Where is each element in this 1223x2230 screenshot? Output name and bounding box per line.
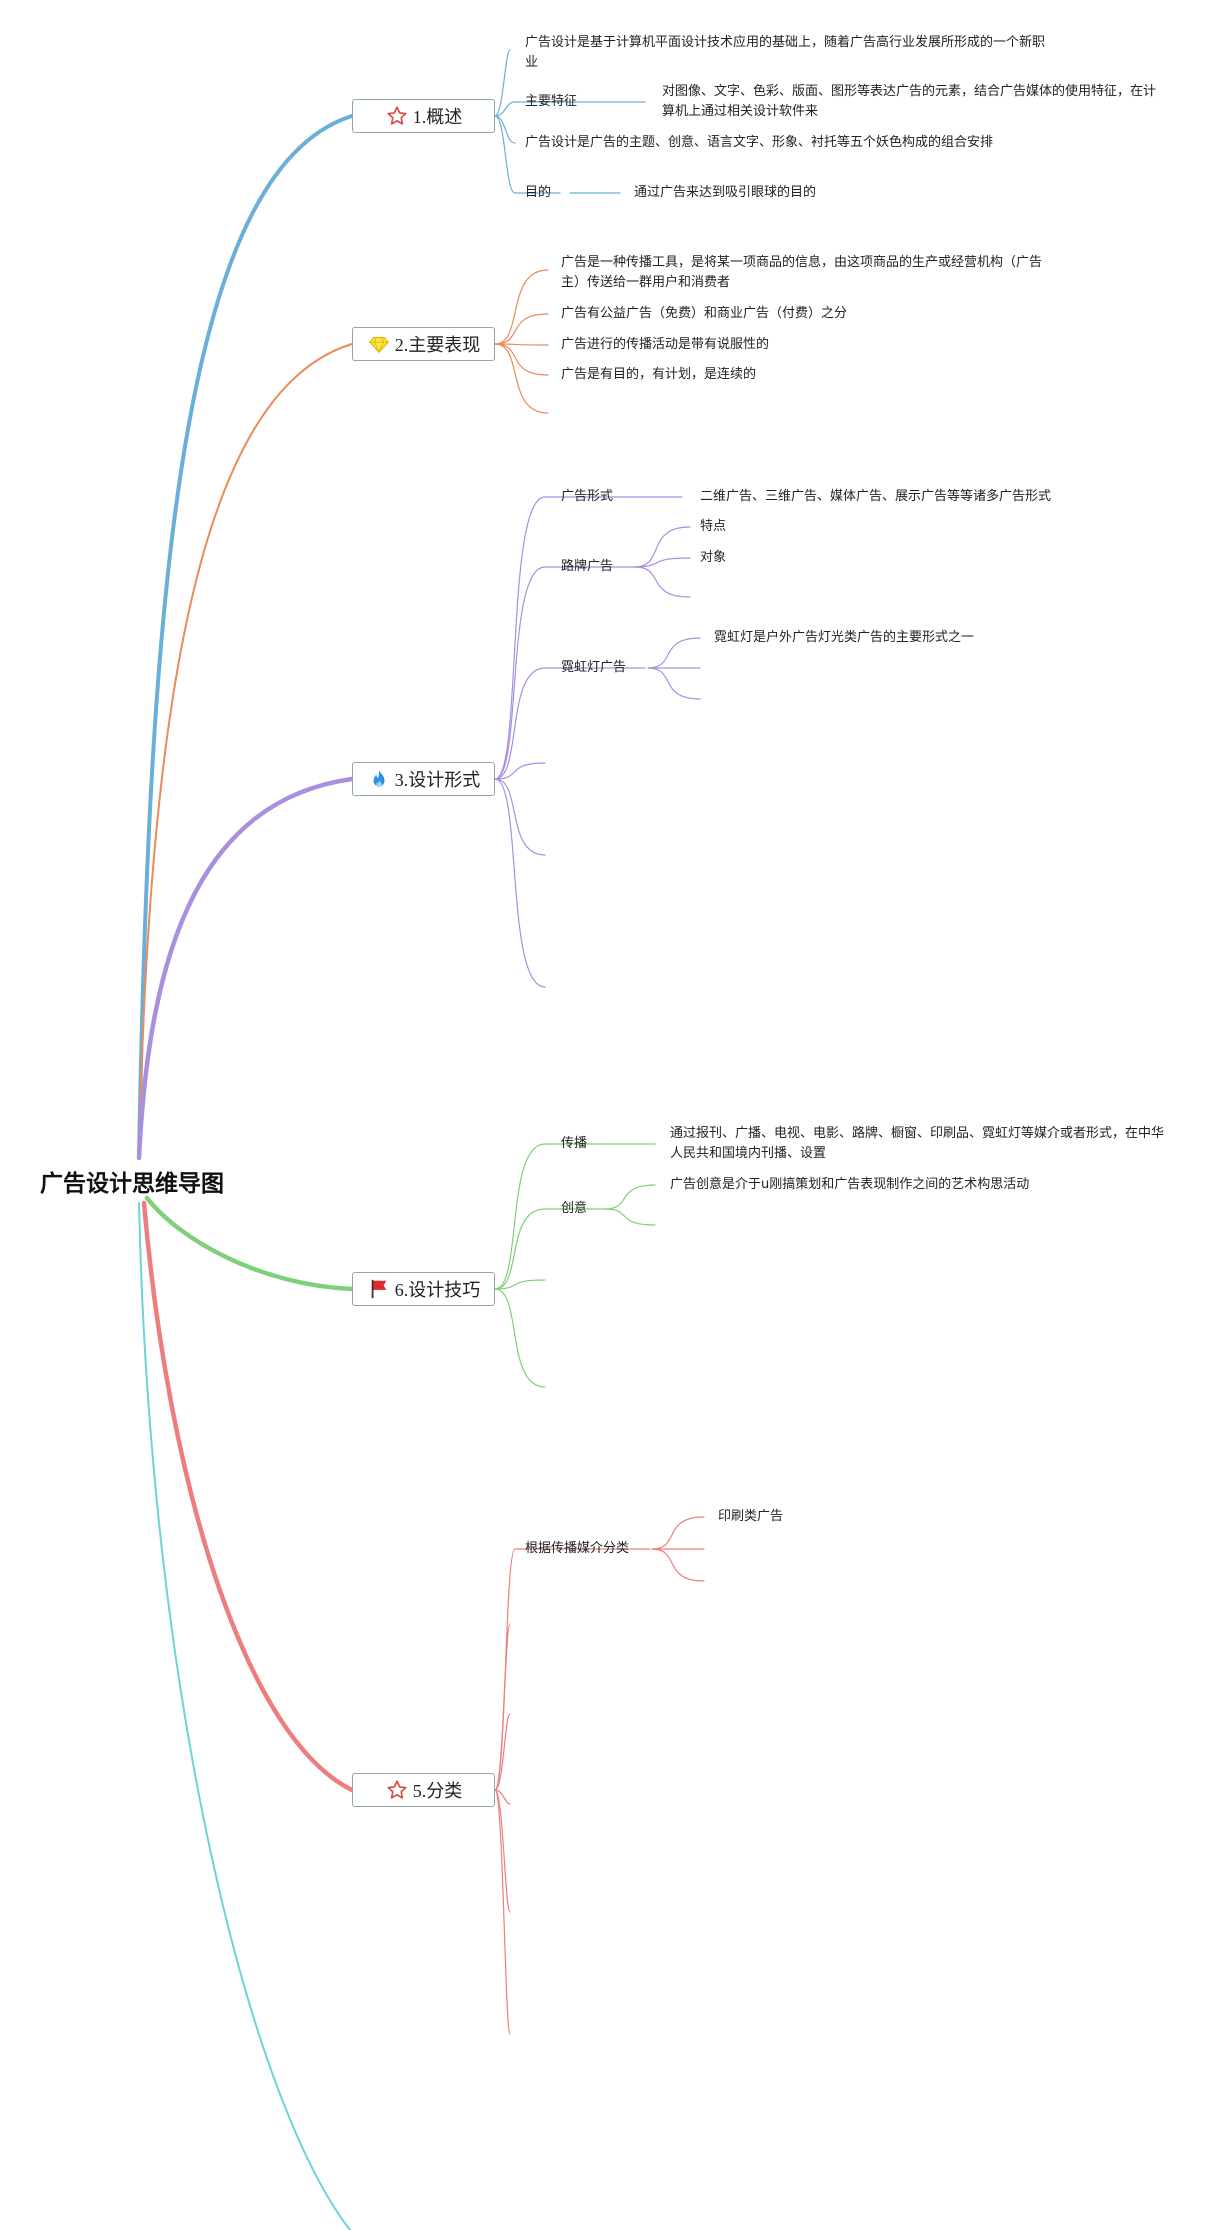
- b2-item-2[interactable]: 广告有公益广告（免费）和商业广告（付费）之分: [561, 306, 848, 321]
- branch-5-label: 5.分类: [412, 1781, 463, 1801]
- link-b5-item-4: [494, 1789, 511, 1805]
- branch-3-label: 3.设计形式: [394, 770, 481, 790]
- b1-item-3[interactable]: 广告设计是广告的主题、创意、语言文字、形象、衬托等五个妖色构成的组合安排: [525, 135, 994, 150]
- link-b5-item-6: [494, 1789, 511, 2035]
- branch-1-topic[interactable]: 1.概述: [352, 99, 495, 133]
- b1-item-1[interactable]: 广告设计是基于计算机平面设计技术应用的基础上，随着广告高行业发展所形成的一个新职…: [525, 35, 1046, 70]
- link-b6-item-1: [494, 1143, 601, 1290]
- link-root-b2: [138, 343, 353, 1159]
- branch-6-label: 6.设计技巧: [394, 1280, 481, 1300]
- link-b3-item-5: [494, 778, 546, 856]
- link-root-b5: [141, 1200, 355, 1793]
- link-b2-item-1: [494, 269, 549, 345]
- link-b2-item-5: [494, 343, 549, 414]
- link-b6-item-3: [494, 1279, 546, 1290]
- b3-item-2[interactable]: 路牌广告: [561, 559, 614, 574]
- link-b3-item-2: [494, 566, 636, 780]
- b3-item-1[interactable]: 广告形式: [561, 489, 614, 504]
- link-b6-item-4: [494, 1288, 546, 1388]
- link-b3-item-1: [494, 496, 631, 780]
- link-b6-i2-sub-1: [604, 1184, 656, 1210]
- b6-item-1[interactable]: 传播: [561, 1136, 588, 1151]
- link-b5-item-1: [494, 1548, 651, 1791]
- link-b3-i3-sub-3: [647, 667, 701, 700]
- link-b2-item-3: [494, 343, 549, 346]
- link-b1-item-4: [494, 115, 561, 194]
- b6-item-2-detail[interactable]: 广告创意是介于u刚搞策划和广告表现制作之间的艺术构思活动: [670, 1177, 1030, 1192]
- link-b3-i2-sub-1: [634, 526, 691, 568]
- link-b1-item-3: [494, 115, 516, 144]
- b1-item-2-detail[interactable]: 对图像、文字、色彩、版面、图形等表达广告的元素，结合广告媒体的使用特征，在计算机…: [662, 84, 1157, 119]
- b1-item-2[interactable]: 主要特征: [525, 94, 578, 109]
- b1-item-4[interactable]: 目的: [525, 185, 552, 200]
- branch-1-label: 1.概述: [412, 107, 463, 127]
- link-root-b7: [138, 1202, 351, 2230]
- link-b3-item-3: [494, 667, 646, 780]
- link-root-b3: [136, 776, 355, 1161]
- branch-3-topic[interactable]: 3.设计形式: [352, 762, 495, 796]
- link-b2-item-4: [494, 343, 549, 376]
- link-b3-item-6: [494, 778, 546, 988]
- link-b5-item-2: [494, 1623, 511, 1791]
- b6-item-2[interactable]: 创意: [561, 1201, 588, 1216]
- branch-5-topic[interactable]: 5.分类: [352, 1773, 495, 1807]
- link-root-b6: [144, 1195, 355, 1292]
- root-topic[interactable]: 广告设计思维导图: [40, 1171, 224, 1197]
- b1-item-4-detail[interactable]: 通过广告来达到吸引眼球的目的: [634, 185, 817, 200]
- star-icon: [385, 1778, 409, 1802]
- diamond-icon: [367, 332, 391, 356]
- b3-item-3[interactable]: 霓虹灯广告: [561, 660, 627, 675]
- flag-icon: [367, 1277, 391, 1301]
- link-root-b1: [137, 114, 354, 1160]
- link-b3-i2-sub-2: [634, 557, 691, 568]
- flame-icon: [367, 767, 391, 791]
- link-b3-item-4: [494, 762, 546, 780]
- star-icon: [385, 104, 409, 128]
- branch-2-label: 2.主要表现: [394, 335, 481, 355]
- b5-item-1[interactable]: 根据传播媒介分类: [525, 1541, 630, 1556]
- branch-2-topic[interactable]: 2.主要表现: [352, 327, 495, 361]
- b3-item-1-detail[interactable]: 二维广告、三维广告、媒体广告、展示广告等等诸多广告形式: [700, 489, 1052, 504]
- link-b1-item-2: [494, 101, 596, 117]
- link-b3-i3-sub-1: [647, 637, 701, 669]
- b2-item-1[interactable]: 广告是一种传播工具，是将某一项商品的信息，由这项商品的生产或经营机构（广告主）传…: [561, 255, 1043, 290]
- branch-6-topic[interactable]: 6.设计技巧: [352, 1272, 495, 1306]
- link-b6-i2-sub-2: [604, 1208, 656, 1226]
- link-b1-item-1: [494, 49, 511, 117]
- link-b5-item-5: [494, 1789, 511, 1913]
- link-b6-item-2: [494, 1208, 606, 1290]
- b2-item-4[interactable]: 广告是有目的，有计划，是连续的: [561, 367, 757, 382]
- b3-item-3-sub-1[interactable]: 霓虹灯是户外广告灯光类广告的主要形式之一: [714, 630, 975, 645]
- link-b5-item-3: [494, 1713, 511, 1791]
- link-b3-i2-sub-3: [634, 566, 691, 598]
- link-b5-i1-sub-1: [651, 1516, 705, 1550]
- b3-item-2-sub-1[interactable]: 特点: [700, 519, 727, 534]
- b6-item-1-detail[interactable]: 通过报刊、广播、电视、电影、路牌、橱窗、印刷品、霓虹灯等媒介或者形式，在中华人民…: [670, 1126, 1165, 1161]
- b3-item-2-sub-2[interactable]: 对象: [700, 550, 727, 565]
- link-b2-item-2: [494, 313, 549, 345]
- link-b5-i1-sub-3: [651, 1548, 705, 1582]
- b5-item-1-sub-1[interactable]: 印刷类广告: [718, 1509, 784, 1524]
- b2-item-3[interactable]: 广告进行的传播活动是带有说服性的: [561, 337, 770, 352]
